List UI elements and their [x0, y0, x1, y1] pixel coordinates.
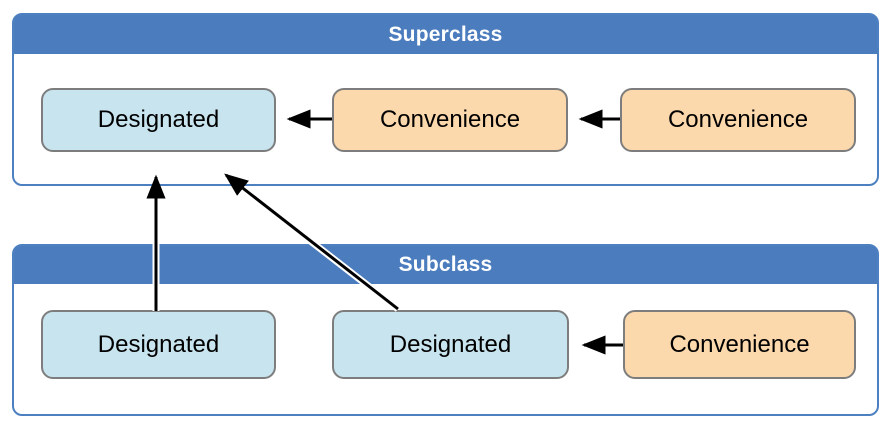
superclass-convenience-box-1: Convenience — [332, 88, 568, 152]
superclass-designated-box: Designated — [41, 88, 276, 152]
subclass-header: Subclass — [14, 246, 877, 284]
subclass-convenience-box: Convenience — [623, 310, 856, 379]
subclass-designated-2-label: Designated — [389, 330, 512, 358]
superclass-title: Superclass — [388, 22, 503, 46]
subclass-designated-box-2: Designated — [332, 310, 569, 379]
superclass-designated-label: Designated — [97, 106, 220, 133]
subclass-designated-1-label: Designated — [97, 330, 220, 358]
superclass-convenience-box-2: Convenience — [620, 88, 856, 152]
superclass-header: Superclass — [14, 15, 877, 54]
superclass-convenience-1-label: Convenience — [379, 106, 521, 133]
subclass-convenience-label: Convenience — [669, 330, 810, 358]
superclass-convenience-2-label: Convenience — [667, 106, 809, 133]
subclass-designated-box-1: Designated — [41, 310, 276, 379]
subclass-title: Subclass — [398, 253, 493, 276]
